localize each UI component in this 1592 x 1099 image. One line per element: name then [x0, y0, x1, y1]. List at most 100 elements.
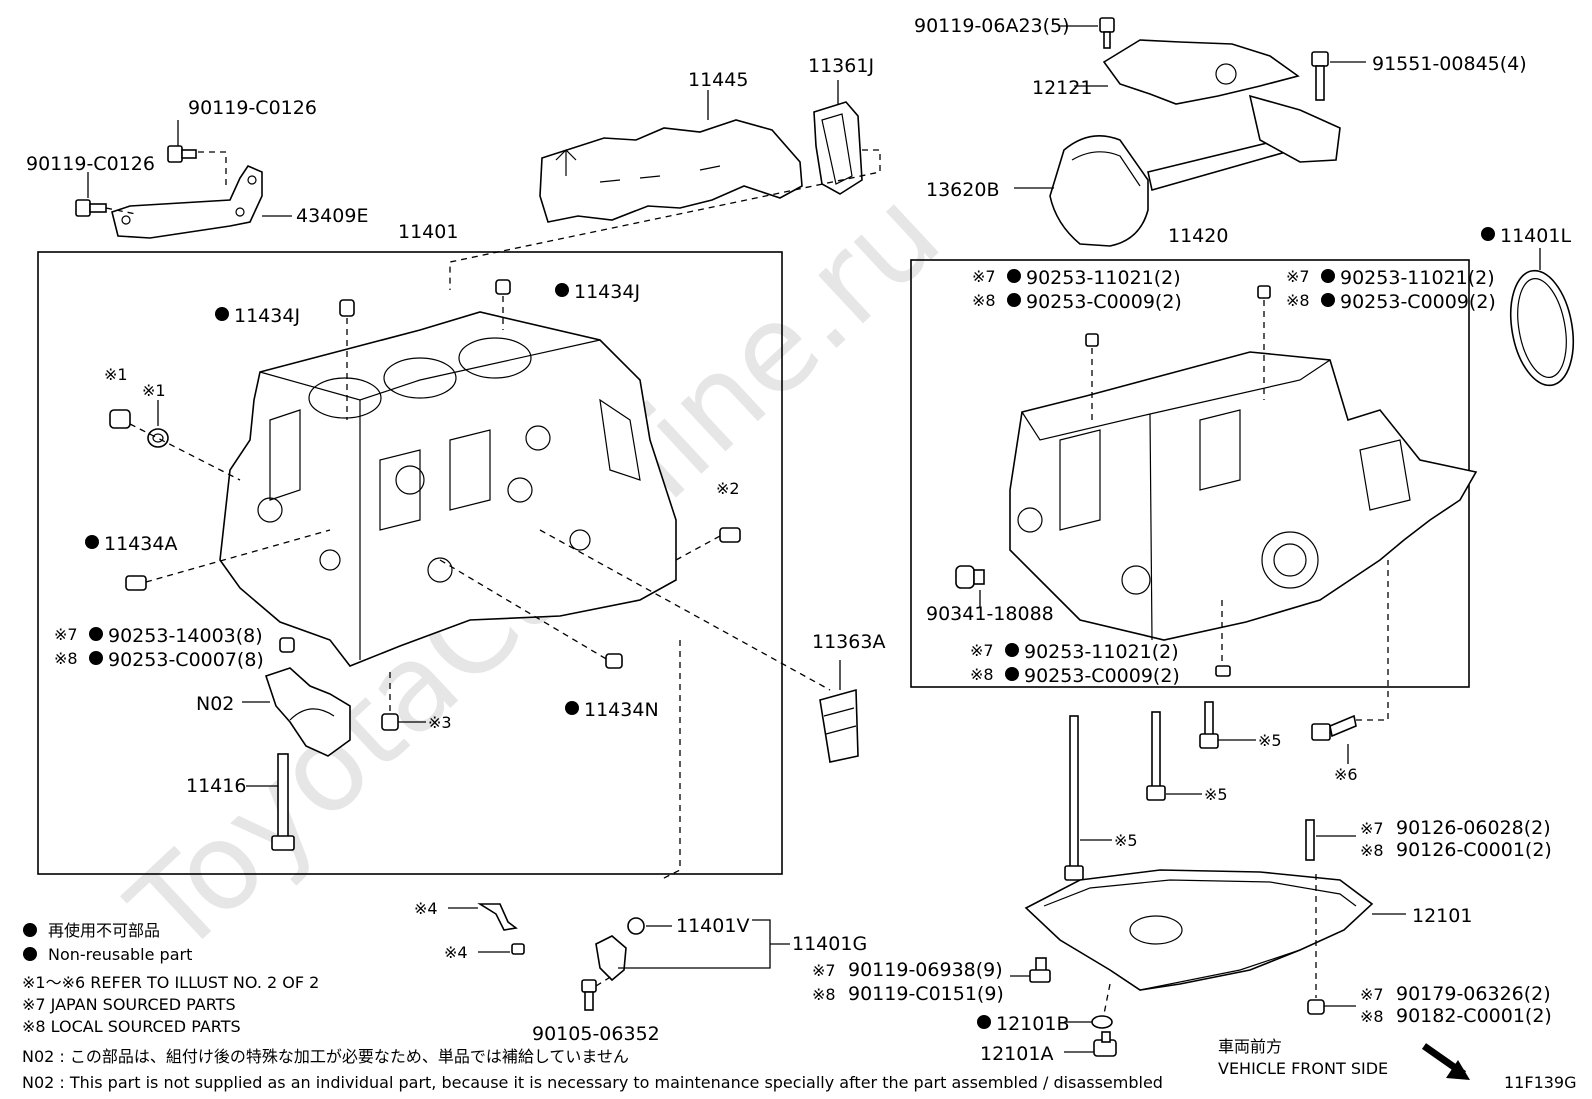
bolt-icon[interactable]	[167, 145, 197, 163]
bolt-11416[interactable]	[271, 753, 295, 851]
label-90179-06326: 90179-06326(2)	[1396, 983, 1551, 1005]
non-reusable-dot-icon	[85, 535, 99, 549]
oil-seal-11401L[interactable]	[1502, 266, 1581, 391]
bolt-icon[interactable]	[1064, 715, 1084, 881]
label-N02: N02	[196, 693, 234, 715]
label-90119-C0151: 90119-C0151(9)	[848, 983, 1004, 1005]
o-ring-11401V[interactable]	[627, 917, 645, 935]
pin-icon[interactable]	[381, 713, 399, 731]
ref-mark-8: ※8	[1286, 291, 1310, 310]
pin-11434N[interactable]	[605, 653, 623, 669]
bolt-icon[interactable]	[1311, 51, 1329, 101]
ref-mark-1: ※1	[104, 365, 128, 384]
gasket-12101B[interactable]	[1091, 1015, 1113, 1029]
cylinder-block-11401[interactable]	[219, 311, 677, 667]
drawing-code: 11F139G	[1504, 1073, 1577, 1092]
ref-mark-7: ※7	[970, 641, 994, 660]
bolt-icon[interactable]	[1029, 957, 1051, 983]
oil-pan-12101[interactable]	[1024, 869, 1374, 991]
front-direction-arrow-icon	[1421, 1043, 1470, 1080]
bearing-cap-N02[interactable]	[264, 667, 351, 757]
seal-11363A[interactable]	[819, 688, 859, 763]
ref-mark-1: ※1	[142, 381, 166, 400]
label-11363A: 11363A	[812, 631, 885, 653]
non-reusable-dot-icon	[555, 283, 569, 297]
ref-mark-4: ※4	[414, 899, 438, 918]
bolt-icon[interactable]	[1199, 701, 1219, 749]
plug-icon[interactable]	[109, 409, 131, 429]
label-11416: 11416	[186, 775, 246, 797]
legend-japan-sourced: ※7 JAPAN SOURCED PARTS	[22, 995, 236, 1014]
cylinder-block-frame	[37, 251, 783, 875]
ref-mark-8: ※8	[812, 985, 836, 1004]
stud-icon[interactable]	[1305, 819, 1315, 861]
ref-mark-5: ※5	[1204, 785, 1228, 804]
balancer-13620B[interactable]	[1049, 94, 1341, 247]
sleeve-icon[interactable]	[279, 637, 295, 653]
label-11434N: 11434N	[584, 699, 659, 721]
bolt-icon[interactable]	[1146, 711, 1166, 801]
note-N02-jp: N02 : この部品は、組付け後の特殊な加工が必要なため、単品では補給していませ…	[22, 1047, 629, 1066]
label-11420: 11420	[1168, 225, 1228, 247]
non-reusable-dot-icon	[565, 701, 579, 715]
bolt-icon[interactable]	[75, 199, 107, 217]
non-reusable-dot-icon	[1321, 269, 1335, 283]
label-12121: 12121	[1032, 77, 1092, 99]
ref-mark-4: ※4	[444, 943, 468, 962]
label-90253-11021: 90253-11021(2)	[1024, 641, 1179, 663]
label-11401G: 11401G	[792, 933, 867, 955]
ref-mark-7: ※7	[1286, 267, 1310, 286]
label-90119-C0126-left: 90119-C0126	[26, 153, 155, 175]
pin-11434A[interactable]	[125, 575, 147, 591]
nut-icon[interactable]	[1307, 999, 1325, 1015]
pin-11434J-left[interactable]	[339, 299, 355, 317]
non-reusable-dot-icon	[1321, 293, 1335, 307]
label-90105-06352: 90105-06352	[532, 1023, 660, 1045]
non-reusable-dot-icon	[89, 651, 103, 665]
ref-mark-3: ※3	[428, 713, 452, 732]
bolt-90105[interactable]	[581, 979, 597, 1011]
crankcase-11420[interactable]	[1009, 351, 1478, 641]
label-11401V: 11401V	[676, 915, 749, 937]
pin-icon[interactable]	[1257, 285, 1271, 299]
clamp-icon[interactable]	[477, 903, 518, 931]
bolt-icon[interactable]	[1099, 17, 1115, 49]
label-90253-11021: 90253-11021(2)	[1026, 267, 1181, 289]
label-12101: 12101	[1412, 905, 1472, 927]
legend-nonreusable-jp: 再使用不可部品	[48, 921, 160, 940]
label-90253-C0009: 90253-C0009(2)	[1340, 291, 1496, 313]
non-reusable-dot-icon	[23, 923, 37, 937]
pin-icon[interactable]	[1215, 665, 1231, 677]
label-90253-C0007: 90253-C0007(8)	[108, 649, 264, 671]
insulator-11445[interactable]	[539, 119, 803, 223]
flange-bolt-icon[interactable]	[1311, 714, 1357, 741]
drain-plug-12101A[interactable]	[1093, 1031, 1117, 1057]
ref-mark-8: ※8	[1360, 841, 1384, 860]
pin-icon[interactable]	[719, 527, 741, 543]
ref-mark-8: ※8	[972, 291, 996, 310]
bolt-icon[interactable]	[511, 943, 525, 955]
ref-mark-5: ※5	[1114, 831, 1138, 850]
non-reusable-dot-icon	[1007, 293, 1021, 307]
non-reusable-dot-icon	[1005, 667, 1019, 681]
pin-icon[interactable]	[1085, 333, 1099, 347]
legend-refer: ※1～※6 REFER TO ILLUST NO. 2 OF 2	[22, 973, 319, 992]
label-11434J-right: 11434J	[574, 281, 640, 303]
drain-plug-90341[interactable]	[955, 565, 985, 589]
label-90126-06028: 90126-06028(2)	[1396, 817, 1551, 839]
front-side-en: VEHICLE FRONT SIDE	[1218, 1059, 1388, 1078]
pin-11434J-right[interactable]	[495, 279, 511, 295]
label-11401: 11401	[398, 221, 458, 243]
cover-11361J[interactable]	[813, 101, 863, 195]
ref-mark-2: ※2	[716, 479, 740, 498]
ref-mark-8: ※8	[54, 649, 78, 668]
label-90119-C0126-top: 90119-C0126	[188, 97, 317, 119]
baffle-12121[interactable]	[1102, 39, 1300, 105]
washer-icon[interactable]	[147, 428, 169, 448]
sensor-11401G[interactable]	[595, 935, 627, 982]
non-reusable-dot-icon	[89, 627, 103, 641]
bracket-43409E[interactable]	[111, 165, 263, 239]
ref-mark-7: ※7	[812, 961, 836, 980]
label-11401L: 11401L	[1500, 225, 1571, 247]
label-90341-18088: 90341-18088	[926, 603, 1054, 625]
